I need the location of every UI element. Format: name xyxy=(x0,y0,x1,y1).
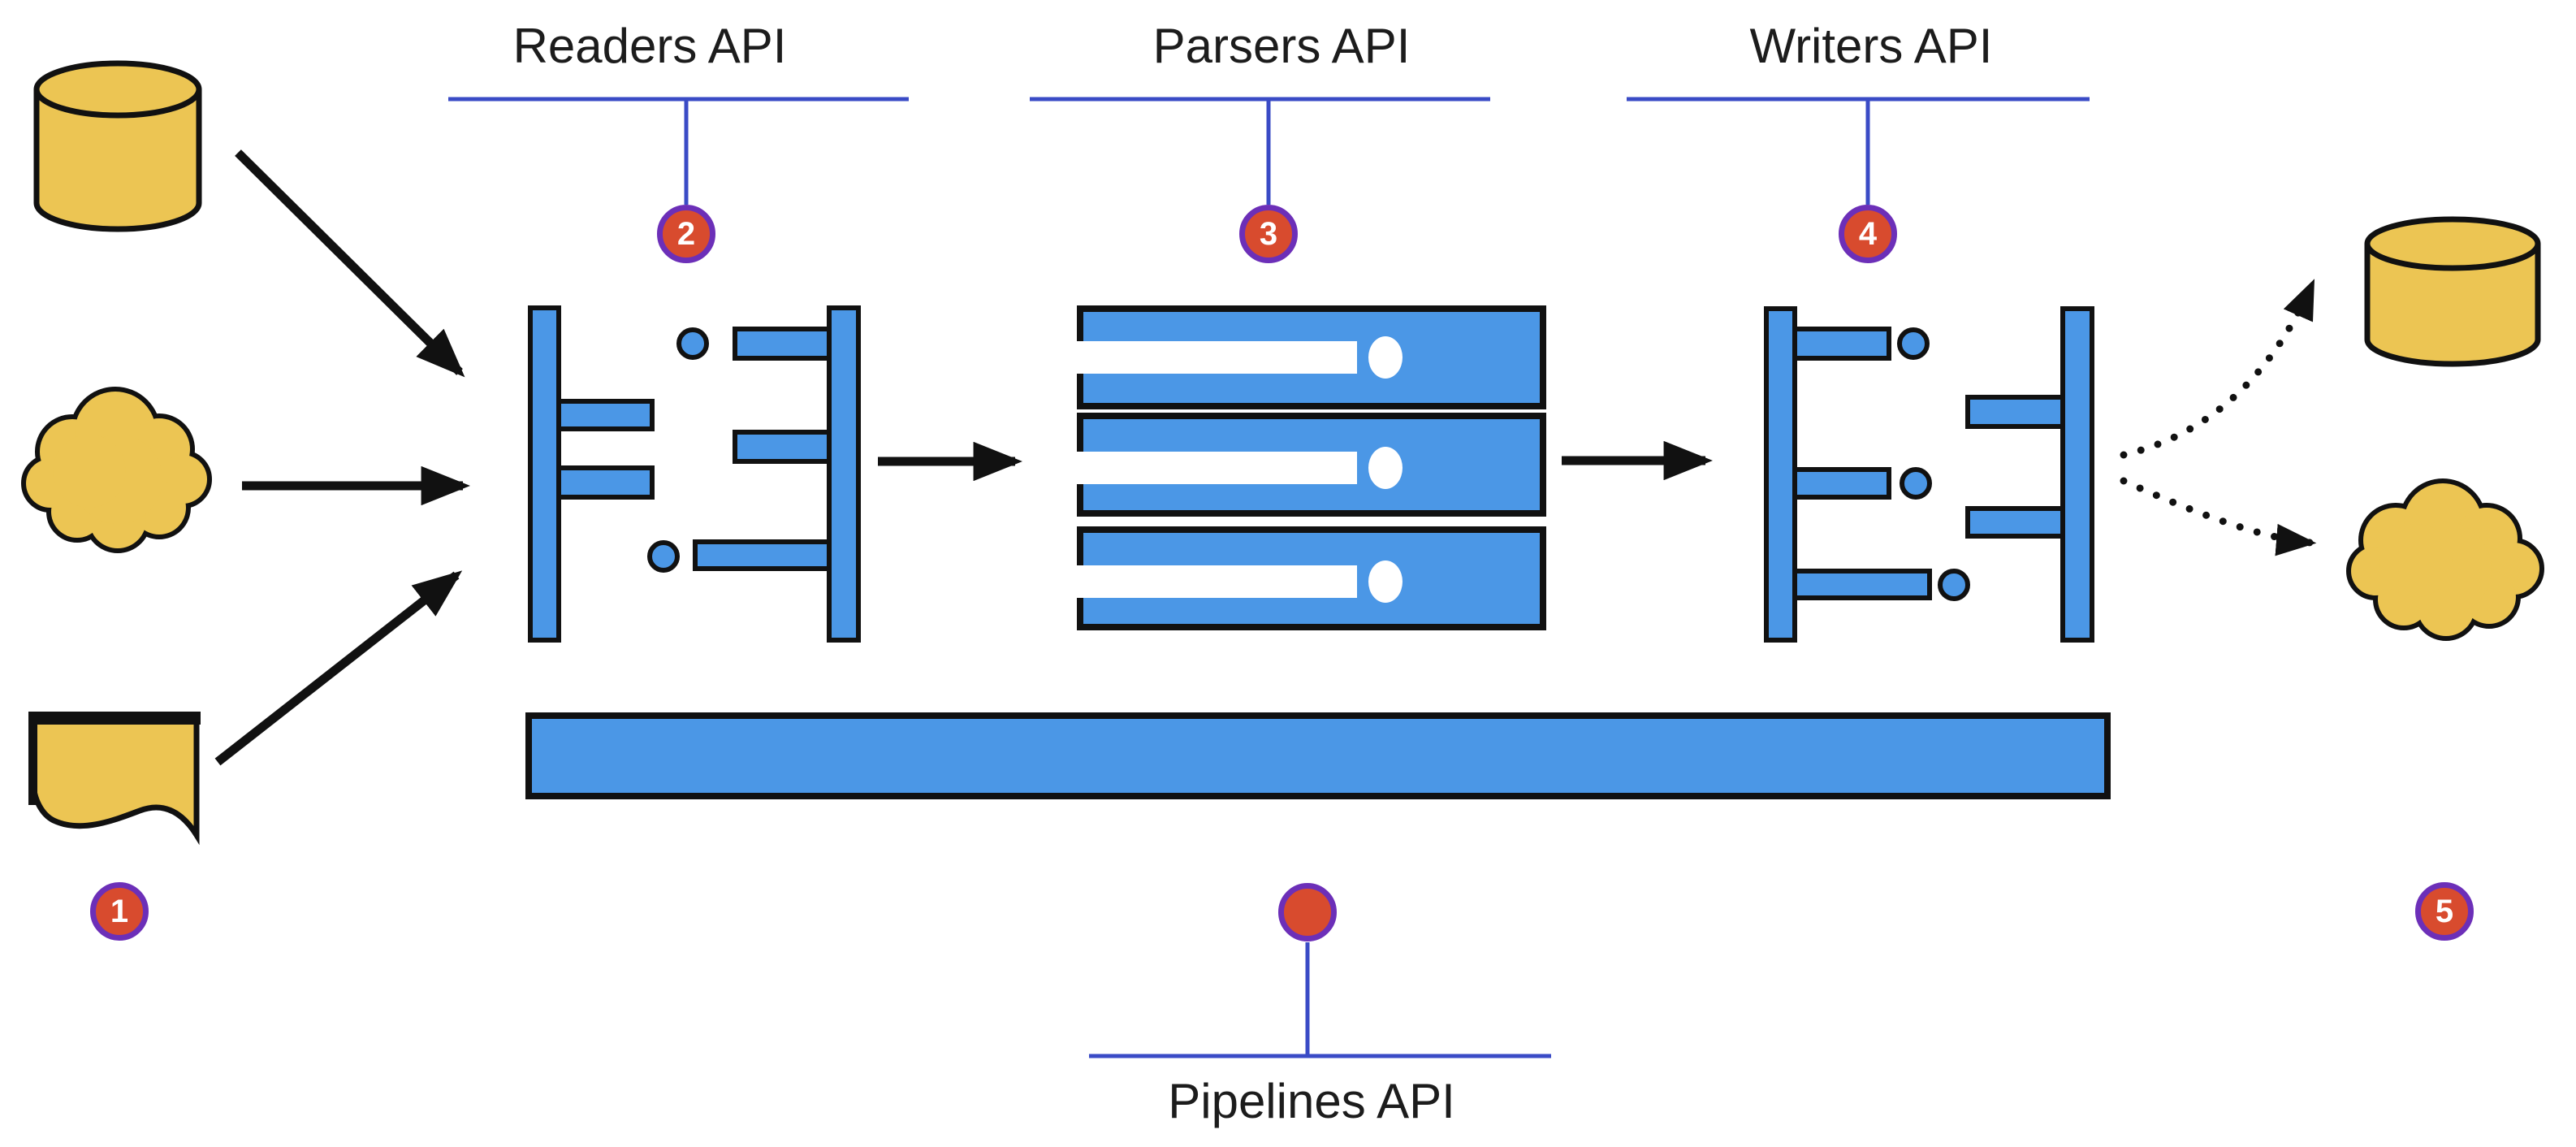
writer-left-bar xyxy=(1764,306,1797,643)
arrow-document-to-reader xyxy=(214,570,463,766)
parser-servers-icon xyxy=(1077,305,1546,630)
reader-icon xyxy=(528,305,861,643)
dotted-arrow-to-database xyxy=(2120,279,2316,459)
parser-server-1-slot xyxy=(1077,341,1357,374)
marker-2-readers: 2 xyxy=(657,205,715,263)
cloud-fill xyxy=(26,392,207,548)
reader-left-bar xyxy=(528,305,561,643)
document-body xyxy=(30,715,200,846)
reader-dot-top xyxy=(676,327,709,360)
reader-right-bar xyxy=(827,305,861,643)
marker-1-label: 1 xyxy=(110,894,129,929)
cylinder-body xyxy=(33,89,202,232)
source-arrows xyxy=(214,149,471,766)
document-top-edge xyxy=(28,712,201,725)
reader-right-prong-3 xyxy=(693,539,833,571)
reader-right-prong-1 xyxy=(733,327,833,361)
pipeline-bar xyxy=(525,712,2111,799)
writers-api-label: Writers API xyxy=(1749,19,1993,73)
writer-right-bar xyxy=(2060,306,2094,643)
writer-dot-middle xyxy=(1900,467,1932,500)
marker-1-sources: 1 xyxy=(90,882,149,941)
source-database-icon xyxy=(33,60,202,232)
marker-5-label: 5 xyxy=(2435,894,2454,929)
parser-server-3-slot xyxy=(1077,565,1357,598)
callout-lines xyxy=(448,97,2090,1058)
arrow-database-to-reader xyxy=(235,149,465,378)
reader-left-prong-1 xyxy=(554,399,655,431)
cylinder-body xyxy=(2364,244,2541,367)
cylinder-top xyxy=(33,60,202,119)
output-arrows xyxy=(2120,279,2317,556)
marker-5-destinations: 5 xyxy=(2415,882,2474,941)
source-document-icon xyxy=(28,712,201,846)
parsers-api-label: Parsers API xyxy=(1152,19,1411,73)
writer-left-prong-1 xyxy=(1791,327,1891,361)
source-cloud-icon xyxy=(21,387,212,553)
writer-dot-top xyxy=(1897,327,1930,360)
writer-right-prong-1 xyxy=(1965,395,2067,429)
cloud-fill xyxy=(2351,483,2539,636)
marker-pipelines xyxy=(1278,883,1337,941)
marker-4-label: 4 xyxy=(1858,216,1878,252)
writer-left-prong-3 xyxy=(1791,569,1932,600)
marker-4-writers: 4 xyxy=(1839,205,1897,263)
marker-3-parsers: 3 xyxy=(1239,205,1298,263)
writer-right-prong-2 xyxy=(1965,506,2067,539)
parser-server-1-led xyxy=(1368,336,1403,379)
reader-left-prong-2 xyxy=(554,465,655,500)
reader-right-prong-2 xyxy=(733,430,833,464)
parser-server-2-slot xyxy=(1077,452,1357,484)
dotted-arrow-to-cloud xyxy=(2120,477,2317,556)
destination-cloud-icon xyxy=(2346,478,2544,641)
reader-dot-bottom xyxy=(647,540,680,573)
writer-left-prong-2 xyxy=(1791,467,1891,500)
parser-server-3-led xyxy=(1368,561,1403,603)
cylinder-top xyxy=(2364,216,2541,271)
document-left-edge xyxy=(28,712,37,805)
marker-3-label: 3 xyxy=(1259,216,1278,252)
parser-server-2-led xyxy=(1368,447,1403,489)
pipelines-api-label: Pipelines API xyxy=(1168,1074,1455,1128)
destination-database-icon xyxy=(2364,216,2541,367)
marker-2-label: 2 xyxy=(676,216,696,252)
readers-api-label: Readers API xyxy=(512,19,787,73)
writer-dot-bottom xyxy=(1938,569,1970,601)
writer-icon xyxy=(1764,306,2094,643)
